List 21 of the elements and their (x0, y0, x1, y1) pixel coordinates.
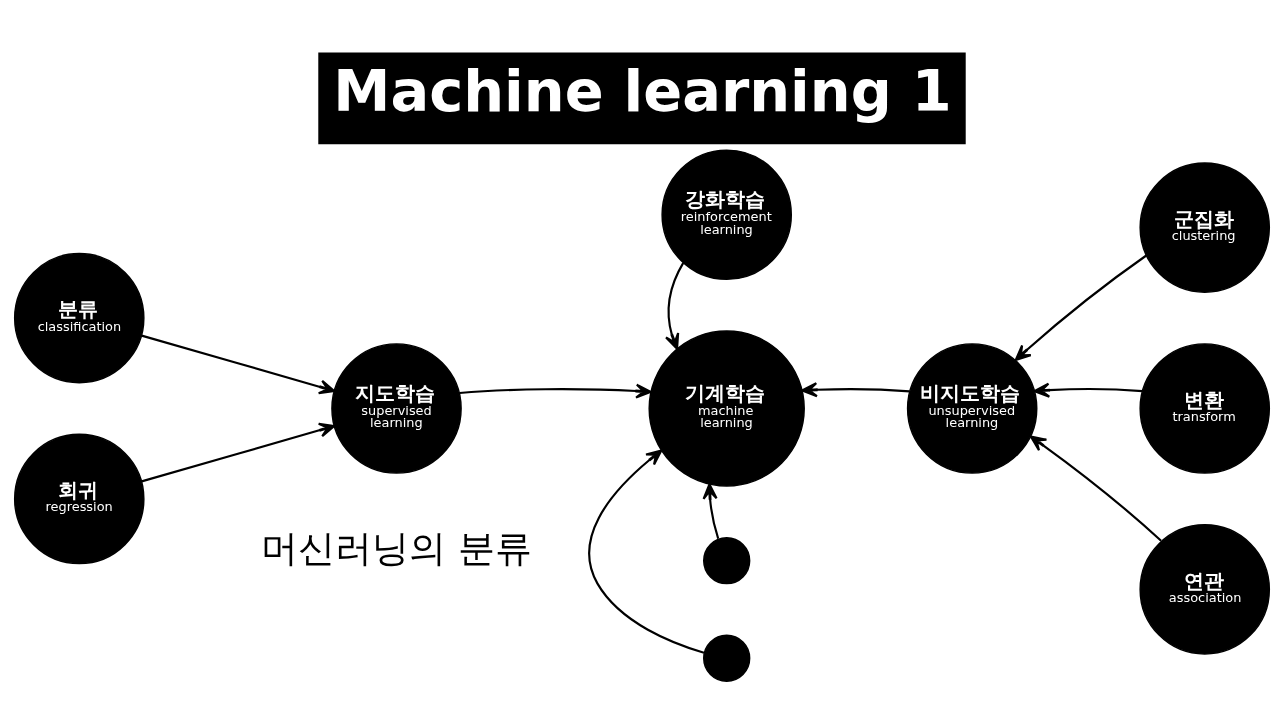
arrow (1014, 254, 1147, 361)
node-circle (703, 537, 751, 585)
arrow (664, 262, 685, 350)
node-circle: 연관 association (1139, 524, 1271, 655)
node-circle: 회귀 regression (13, 433, 145, 565)
arrow (141, 422, 336, 483)
arrow (1029, 435, 1162, 542)
node-circle: 군집화 clustering (1139, 162, 1271, 293)
diagram-title: Machine learning 1 (333, 58, 952, 126)
label: 머신러닝의 분류 (261, 526, 532, 571)
node-circle: 지도학습 supervised learning (331, 343, 462, 474)
arrow (459, 383, 652, 399)
arrow (702, 483, 720, 539)
node-circle (703, 634, 751, 682)
node-circle: 강화학습 reinforcement learning (661, 149, 792, 281)
arrow (801, 382, 910, 398)
arrow (588, 449, 705, 654)
node-circle: 분류 classification (13, 252, 145, 384)
arrow (141, 334, 336, 395)
arrow (1033, 382, 1143, 398)
node-circle: 변환 transform (1139, 343, 1271, 474)
